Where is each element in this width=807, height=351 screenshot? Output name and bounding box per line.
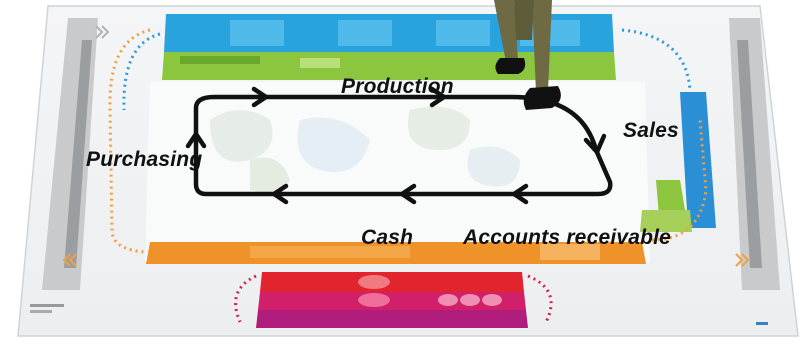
purchasing-label: Purchasing xyxy=(86,148,203,171)
footer-mark xyxy=(30,310,52,313)
finance-token xyxy=(358,293,390,307)
sales-label: Sales xyxy=(623,119,679,142)
accounts-receivable-label: Accounts receivable xyxy=(463,226,672,249)
chevron-marker-icon xyxy=(62,253,77,267)
finance-panel-magenta xyxy=(258,292,526,310)
map-blob xyxy=(250,157,290,194)
left-rail-inner xyxy=(64,40,92,268)
right-dotted-connector xyxy=(621,28,692,91)
arrowhead-down-icon xyxy=(583,133,607,155)
arrowhead-up-icon xyxy=(185,131,207,149)
finance-token xyxy=(482,294,502,306)
cash-label: Cash xyxy=(361,226,414,249)
finance-token xyxy=(358,275,390,289)
finance-token xyxy=(438,294,458,306)
map-blob xyxy=(297,117,370,172)
footer-mark xyxy=(756,322,768,325)
arrowhead-left-icon xyxy=(399,183,417,205)
orange-cell xyxy=(250,246,410,258)
left-dotted-connector xyxy=(108,28,151,254)
arrowhead-left-icon xyxy=(271,183,289,205)
green-strip xyxy=(300,58,340,68)
chevron-marker-icon xyxy=(735,253,750,267)
map-blob xyxy=(210,110,273,162)
arrowhead-right-icon xyxy=(251,86,269,108)
cycle-loop xyxy=(193,94,613,197)
arrowhead-left-icon xyxy=(511,183,529,205)
top-cell xyxy=(338,20,392,46)
finance-panel-purple xyxy=(256,310,528,328)
arrowhead-right-icon xyxy=(429,86,447,108)
right-blue-column xyxy=(680,92,716,228)
map-blob xyxy=(408,106,470,150)
left-dotted-connector-blue xyxy=(122,32,161,111)
map-blob xyxy=(467,146,520,187)
top-cell xyxy=(230,20,284,46)
finance-token xyxy=(460,294,480,306)
footer-mark xyxy=(30,304,64,307)
finance-dotted-right xyxy=(527,274,553,323)
chevron-marker-icon xyxy=(95,25,110,39)
orange-cell xyxy=(540,244,600,260)
production-label: Production xyxy=(341,75,454,98)
finance-panel-red xyxy=(260,272,524,292)
top-cell xyxy=(436,20,490,46)
right-rail-inner xyxy=(737,40,762,268)
right-green-column-low xyxy=(640,210,692,232)
player-figure xyxy=(494,0,561,110)
green-strip xyxy=(180,56,260,64)
cycle-arrowheads xyxy=(185,86,607,205)
